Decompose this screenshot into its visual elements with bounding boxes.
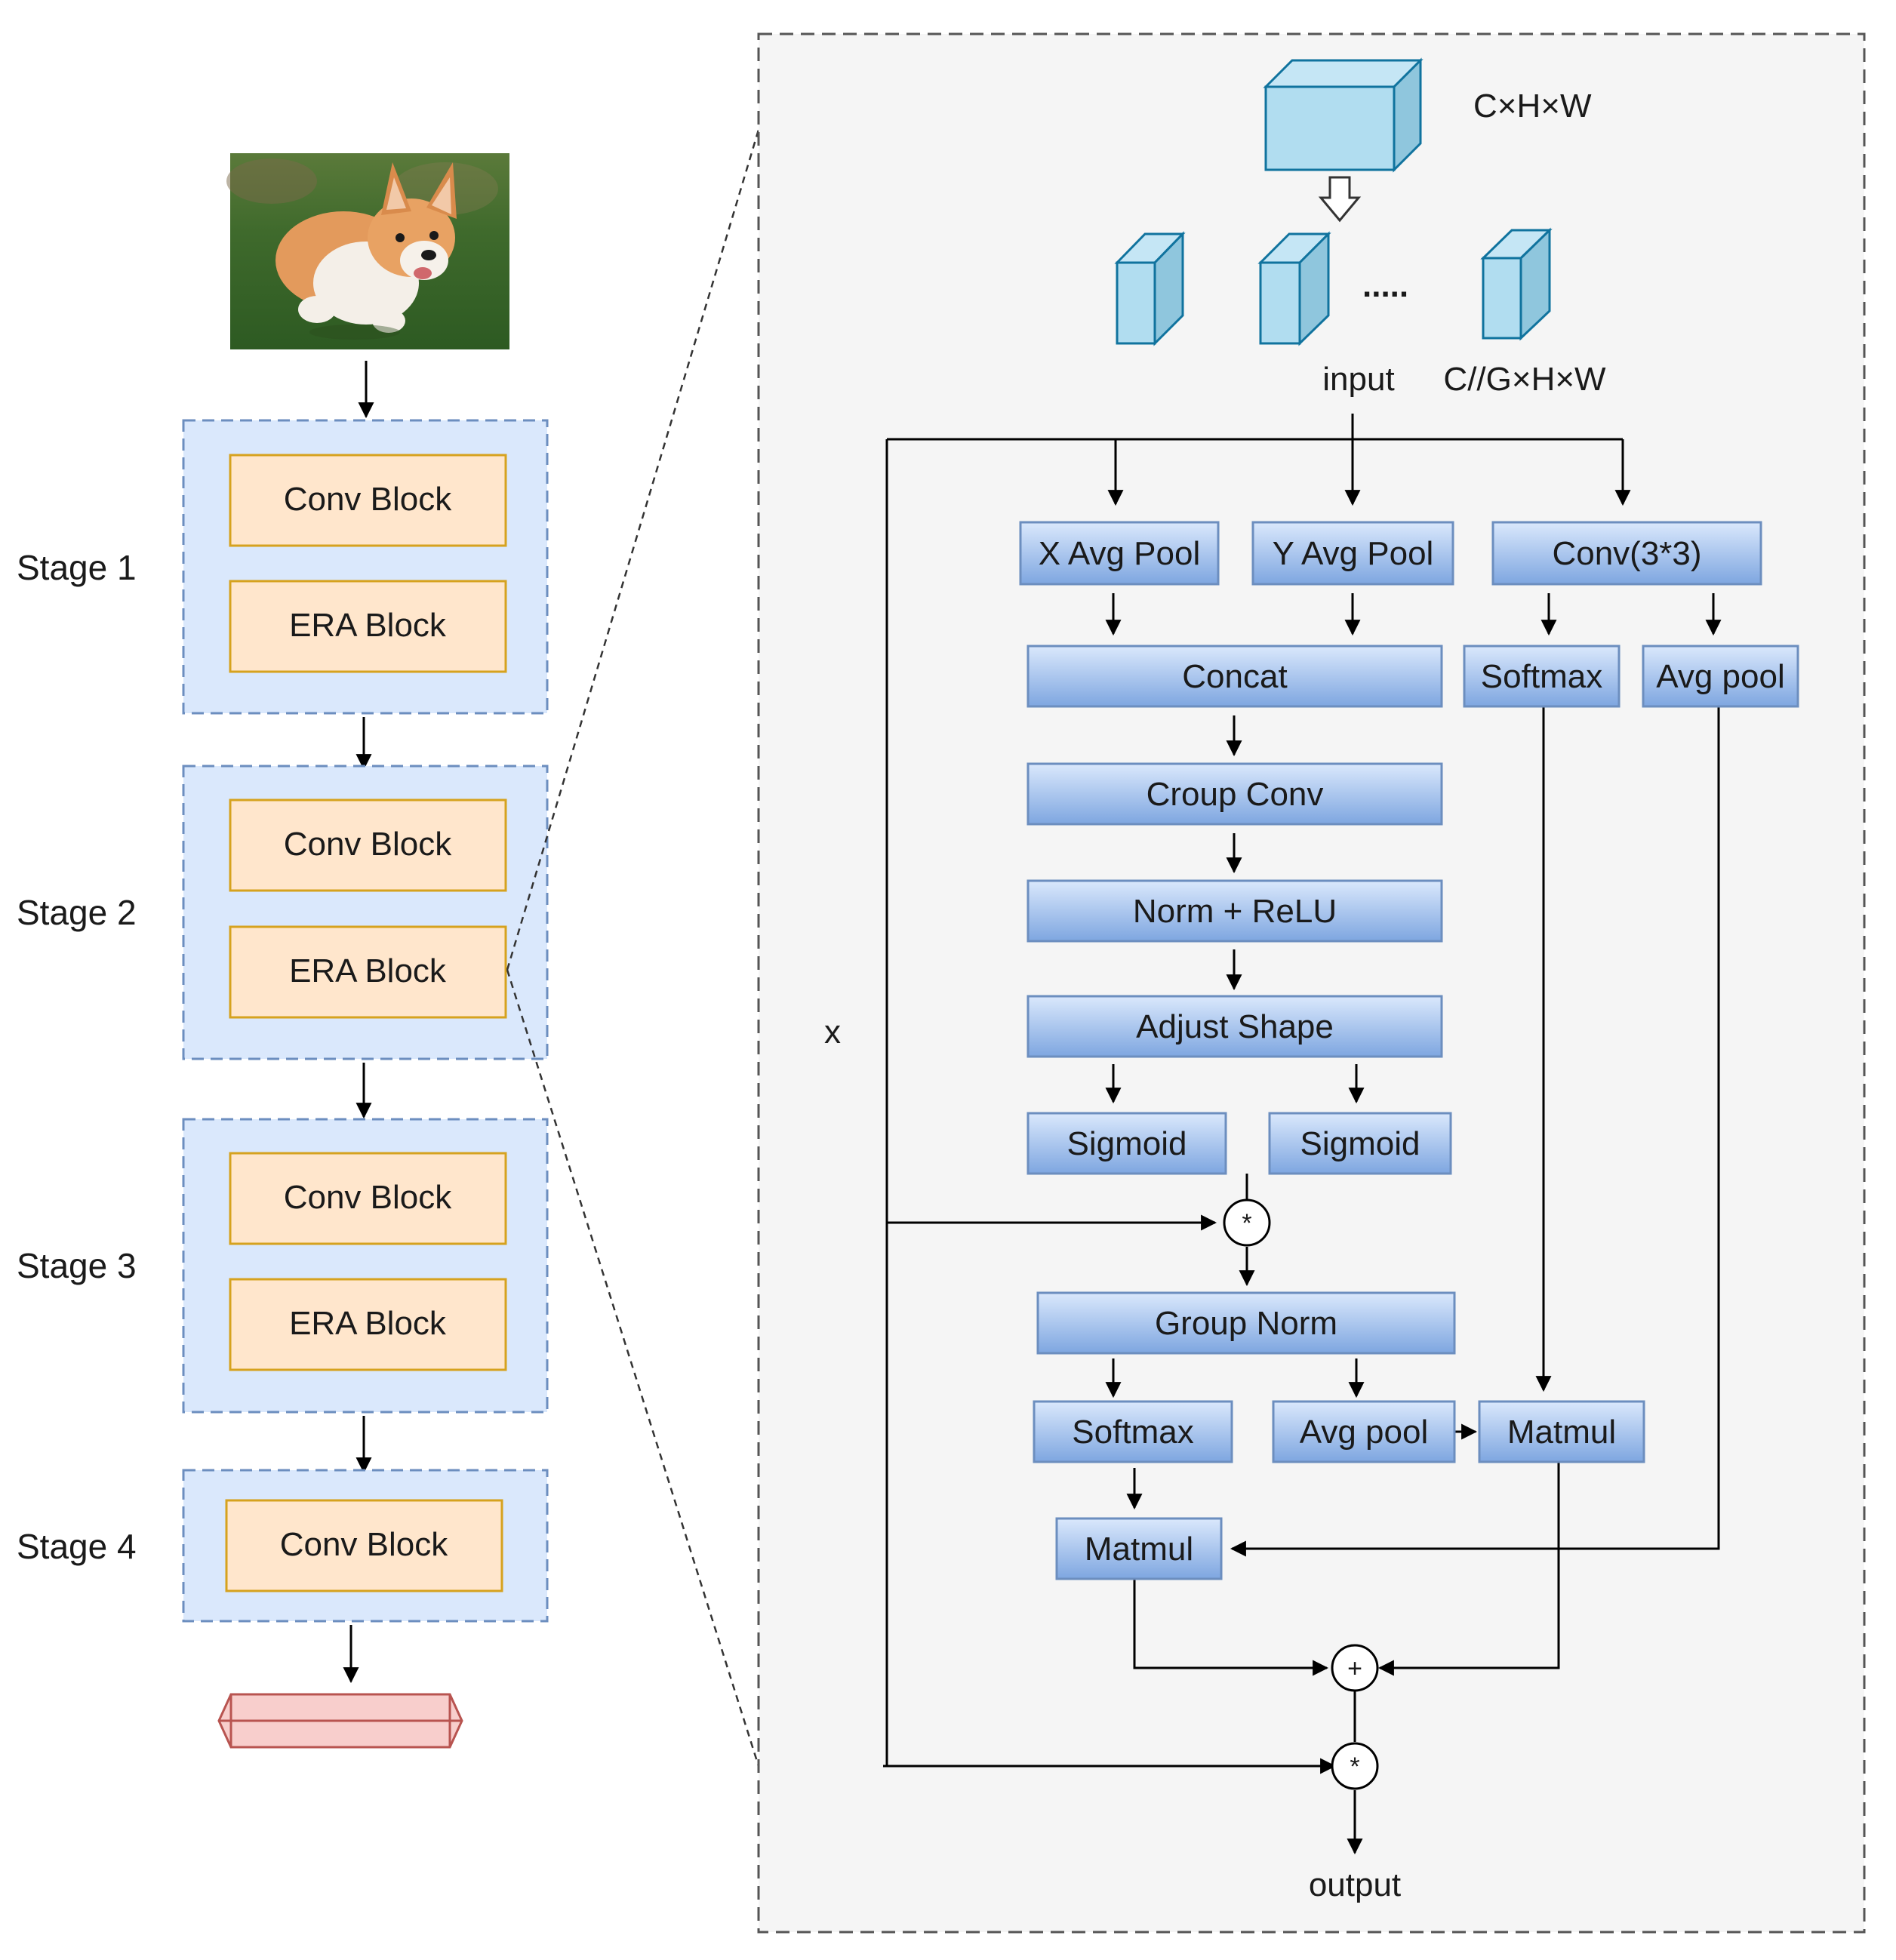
- softmax-bottom-box: Softmax: [1033, 1400, 1233, 1463]
- add-op-node: [1331, 1644, 1379, 1692]
- block-box: [229, 925, 507, 1019]
- input-image-icon: [226, 153, 509, 349]
- feature-cube-icon: [1263, 57, 1424, 173]
- era-block-label: ERA Block: [289, 1305, 447, 1342]
- sigmoid-1-label: Sigmoid: [1067, 1125, 1187, 1162]
- sigmoid-2-box: Sigmoid: [1268, 1112, 1452, 1175]
- adjust-shape-label: Adjust Shape: [1136, 1008, 1334, 1045]
- concat-label: Concat: [1182, 658, 1287, 695]
- era-block-label: ERA Block: [289, 607, 447, 644]
- stage-4: Stage 4 Conv Block: [17, 1469, 549, 1684]
- stage-label: Stage 1: [17, 548, 137, 587]
- conv-block-label: Conv Block: [284, 1179, 453, 1216]
- y-avg-pool-box: Y Avg Pool: [1251, 521, 1454, 586]
- conv3x3-box: Conv(3*3): [1491, 521, 1762, 586]
- adjust-shape-box: Adjust Shape: [1026, 995, 1443, 1058]
- input-label: input: [1322, 361, 1394, 398]
- conv-block-label: Conv Block: [284, 481, 453, 518]
- output-prism-icon: [217, 1693, 463, 1749]
- block-box: [229, 798, 507, 892]
- block-box: [229, 1152, 507, 1245]
- block-box: [229, 580, 507, 673]
- stage-label: Stage 2: [17, 893, 137, 932]
- block-box: [229, 1278, 507, 1371]
- matmul-left-label: Matmul: [1085, 1531, 1193, 1568]
- avgpool-top-label: Avg pool: [1656, 658, 1784, 695]
- matmul-left-box: Matmul: [1055, 1517, 1223, 1580]
- group-cube-icon-2: [1257, 231, 1331, 346]
- matmul-right-label: Matmul: [1507, 1414, 1616, 1451]
- x-avg-pool-label: X Avg Pool: [1039, 535, 1200, 572]
- conv-block-label: Conv Block: [284, 826, 453, 863]
- final-multiply-op-node: [1331, 1742, 1379, 1790]
- stage-label: Stage 4: [17, 1527, 137, 1566]
- norm-relu-label: Norm + ReLU: [1133, 893, 1337, 930]
- connectors: [883, 414, 1722, 1855]
- output-label: output: [1309, 1866, 1401, 1903]
- group-norm-label: Group Norm: [1155, 1305, 1337, 1342]
- x-avg-pool-box: X Avg Pool: [1019, 521, 1220, 586]
- era-block-label: ERA Block: [289, 952, 447, 989]
- x-label: x: [824, 1014, 841, 1051]
- concat-box: Concat: [1026, 645, 1443, 708]
- softmax-top-box: Softmax: [1463, 645, 1621, 708]
- group-conv-label: Croup Conv: [1147, 776, 1324, 813]
- conv-block-label: Conv Block: [280, 1526, 449, 1563]
- block-box: [229, 454, 507, 547]
- era-detail-panel: [757, 32, 1866, 1934]
- final-multiply-op-label: *: [1350, 1752, 1359, 1781]
- softmax-bottom-label: Softmax: [1072, 1414, 1193, 1451]
- zoom-line-bottom: [506, 969, 760, 1767]
- group-dim-label: C//G×H×W: [1443, 361, 1606, 398]
- ellipsis-dots: .....: [1362, 267, 1408, 304]
- input-dim-label: C×H×W: [1473, 88, 1592, 125]
- group-cube-icon-3: [1480, 227, 1553, 341]
- avgpool-top-box: Avg pool: [1642, 645, 1799, 708]
- multiply-op-label: *: [1242, 1209, 1251, 1238]
- norm-relu-box: Norm + ReLU: [1026, 879, 1443, 943]
- multiply-op-node: [1223, 1198, 1271, 1247]
- block-box: [225, 1499, 503, 1592]
- sigmoid-1-box: Sigmoid: [1026, 1112, 1227, 1175]
- add-op-label: +: [1347, 1654, 1362, 1683]
- group-cube-icon-1: [1114, 231, 1186, 346]
- stage-label: Stage 3: [17, 1246, 137, 1285]
- avgpool-bottom-box: Avg pool: [1272, 1400, 1456, 1463]
- split-arrow-icon: [1318, 176, 1362, 223]
- matmul-right-box: Matmul: [1478, 1400, 1645, 1463]
- group-norm-box: Group Norm: [1036, 1291, 1456, 1355]
- group-conv-box: Croup Conv: [1026, 762, 1443, 826]
- conv3x3-label: Conv(3*3): [1552, 535, 1701, 572]
- avgpool-bottom-label: Avg pool: [1300, 1414, 1428, 1451]
- softmax-top-label: Softmax: [1481, 658, 1602, 695]
- zoom-line-top: [506, 129, 760, 971]
- sigmoid-2-label: Sigmoid: [1300, 1125, 1420, 1162]
- y-avg-pool-label: Y Avg Pool: [1273, 535, 1434, 572]
